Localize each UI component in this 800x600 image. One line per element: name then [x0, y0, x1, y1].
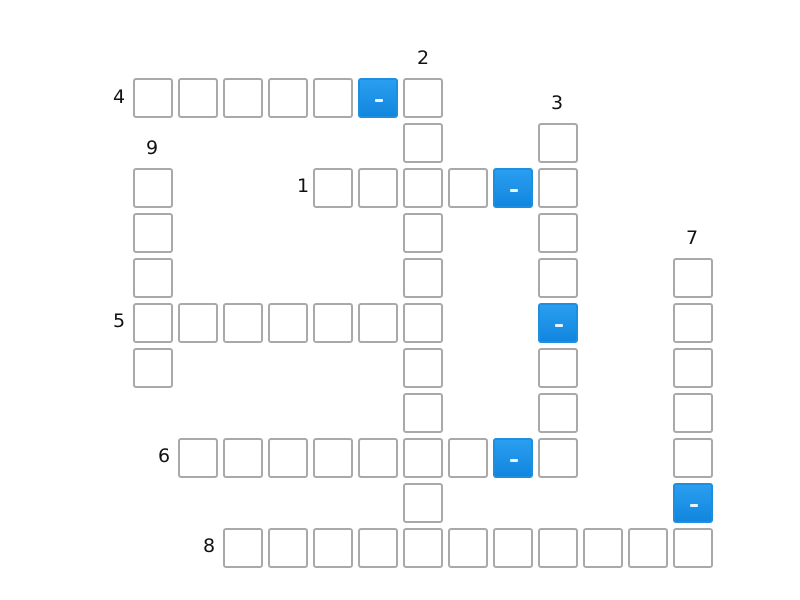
letter-cell[interactable]: [583, 528, 623, 568]
space-cell: [493, 168, 533, 208]
clue-number-2: 2: [417, 47, 430, 69]
letter-cell[interactable]: [673, 258, 713, 298]
letter-cell[interactable]: [358, 528, 398, 568]
letter-cell[interactable]: [223, 78, 263, 118]
letter-cell[interactable]: [448, 168, 488, 208]
space-cell: [358, 78, 398, 118]
letter-cell[interactable]: [313, 528, 353, 568]
letter-cell[interactable]: [403, 483, 443, 523]
letter-cell[interactable]: [313, 168, 353, 208]
letter-cell[interactable]: [268, 78, 308, 118]
letter-cell[interactable]: [268, 438, 308, 478]
letter-cell[interactable]: [403, 78, 443, 118]
letter-cell[interactable]: [403, 528, 443, 568]
letter-cell[interactable]: [133, 168, 173, 208]
clue-number-7: 7: [686, 227, 699, 249]
letter-cell[interactable]: [133, 258, 173, 298]
letter-cell[interactable]: [223, 438, 263, 478]
letter-cell[interactable]: [538, 528, 578, 568]
letter-cell[interactable]: [133, 348, 173, 388]
letter-cell[interactable]: [403, 393, 443, 433]
letter-cell[interactable]: [133, 213, 173, 253]
space-cell: [538, 303, 578, 343]
letter-cell[interactable]: [178, 303, 218, 343]
letter-cell[interactable]: [538, 438, 578, 478]
letter-cell[interactable]: [358, 168, 398, 208]
space-cell: [493, 438, 533, 478]
letter-cell[interactable]: [133, 78, 173, 118]
letter-cell[interactable]: [538, 168, 578, 208]
letter-cell[interactable]: [403, 348, 443, 388]
letter-cell[interactable]: [493, 528, 533, 568]
letter-cell[interactable]: [133, 303, 173, 343]
letter-cell[interactable]: [358, 303, 398, 343]
letter-cell[interactable]: [403, 303, 443, 343]
letter-cell[interactable]: [538, 393, 578, 433]
letter-cell[interactable]: [538, 213, 578, 253]
clue-number-1: 1: [297, 175, 310, 197]
clue-number-9: 9: [146, 137, 159, 159]
letter-cell[interactable]: [223, 528, 263, 568]
letter-cell[interactable]: [403, 123, 443, 163]
letter-cell[interactable]: [313, 78, 353, 118]
letter-cell[interactable]: [448, 528, 488, 568]
letter-cell[interactable]: [538, 258, 578, 298]
letter-cell[interactable]: [673, 393, 713, 433]
letter-cell[interactable]: [178, 438, 218, 478]
letter-cell[interactable]: [673, 438, 713, 478]
letter-cell[interactable]: [268, 528, 308, 568]
clue-number-8: 8: [203, 535, 216, 557]
letter-cell[interactable]: [538, 123, 578, 163]
letter-cell[interactable]: [358, 438, 398, 478]
clue-number-6: 6: [158, 445, 171, 467]
letter-cell[interactable]: [673, 303, 713, 343]
letter-cell[interactable]: [538, 348, 578, 388]
clue-number-3: 3: [551, 92, 564, 114]
letter-cell[interactable]: [403, 258, 443, 298]
letter-cell[interactable]: [673, 528, 713, 568]
letter-cell[interactable]: [313, 303, 353, 343]
letter-cell[interactable]: [628, 528, 668, 568]
letter-cell[interactable]: [403, 213, 443, 253]
letter-cell[interactable]: [403, 168, 443, 208]
letter-cell[interactable]: [403, 438, 443, 478]
letter-cell[interactable]: [178, 78, 218, 118]
letter-cell[interactable]: [448, 438, 488, 478]
space-cell: [673, 483, 713, 523]
clue-number-5: 5: [113, 310, 126, 332]
letter-cell[interactable]: [268, 303, 308, 343]
clue-number-4: 4: [113, 86, 126, 108]
letter-cell[interactable]: [673, 348, 713, 388]
letter-cell[interactable]: [313, 438, 353, 478]
letter-cell[interactable]: [223, 303, 263, 343]
